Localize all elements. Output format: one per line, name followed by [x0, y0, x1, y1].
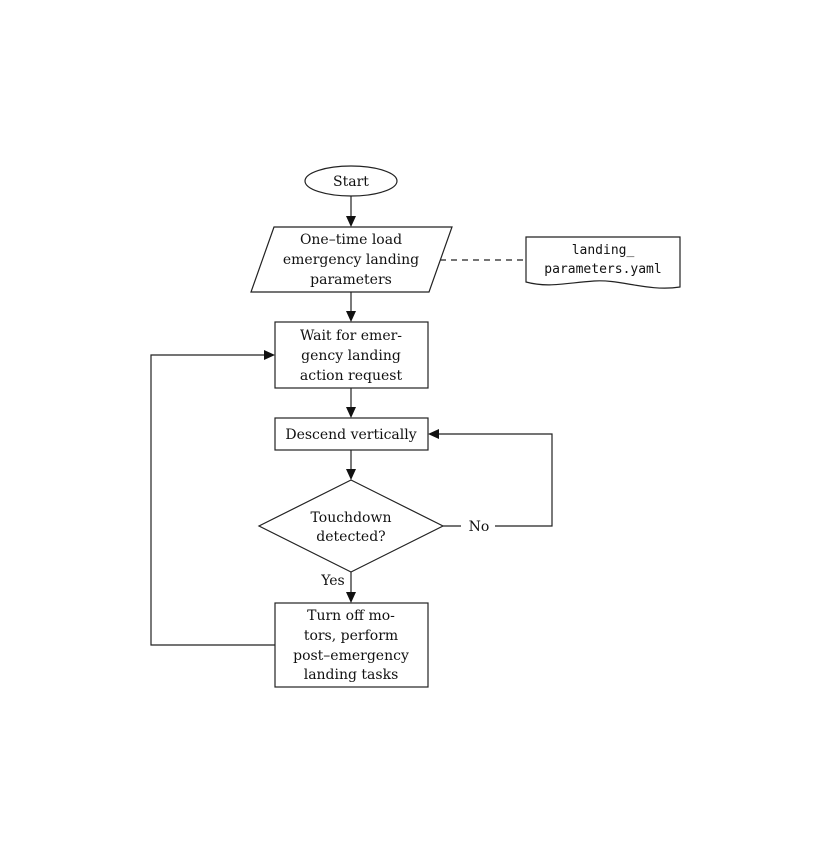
descend-node: Descend vertically	[274, 417, 429, 451]
touchdown-decision-node: Touchdown detected?	[257, 479, 445, 573]
shutdown-line-3: post–emergency	[293, 648, 409, 664]
no-edge-label: No	[469, 519, 490, 535]
shutdown-line-2: tors, perform	[304, 628, 398, 644]
params-file-node: landing_ parameters.yaml	[525, 236, 681, 289]
wait-request-line-3: action request	[300, 368, 403, 384]
descend-label: Descend vertically	[285, 427, 416, 443]
edge-shutdown-to-wait	[150, 354, 275, 646]
load-parameters-line-1: One–time load	[300, 232, 402, 248]
load-parameters-line-2: emergency landing	[283, 252, 419, 268]
load-parameters-line-3: parameters	[310, 272, 392, 288]
arrowhead-descend-to-decision	[346, 469, 356, 480]
touchdown-line-1: Touchdown	[311, 510, 392, 526]
arrowhead-decision-to-shutdown	[346, 592, 356, 603]
shutdown-line-1: Turn off mo-	[307, 608, 395, 624]
edge-decision-no-loop	[434, 433, 553, 527]
load-parameters-node: One–time load emergency landing paramete…	[250, 226, 453, 293]
params-file-line-1: landing_	[572, 243, 635, 258]
arrowhead-wait-to-descend	[346, 407, 356, 418]
start-label: Start	[333, 174, 369, 190]
arrowhead-start-to-load	[346, 216, 356, 227]
touchdown-line-2: detected?	[316, 529, 385, 545]
wait-request-line-2: gency landing	[301, 348, 401, 364]
start-node: Start	[304, 165, 398, 197]
arrowhead-load-to-wait	[346, 311, 356, 322]
arrowhead-no-loop	[428, 429, 439, 439]
shutdown-node: Turn off mo- tors, perform post–emergenc…	[274, 602, 429, 688]
arrowhead-shutdown-to-wait	[264, 350, 275, 360]
params-file-line-2: parameters.yaml	[544, 262, 661, 277]
wait-request-node: Wait for emer- gency landing action requ…	[274, 321, 429, 389]
yes-edge-label: Yes	[320, 573, 345, 589]
shutdown-line-4: landing tasks	[304, 667, 399, 683]
wait-request-line-1: Wait for emer-	[300, 328, 402, 344]
edges	[150, 195, 553, 646]
